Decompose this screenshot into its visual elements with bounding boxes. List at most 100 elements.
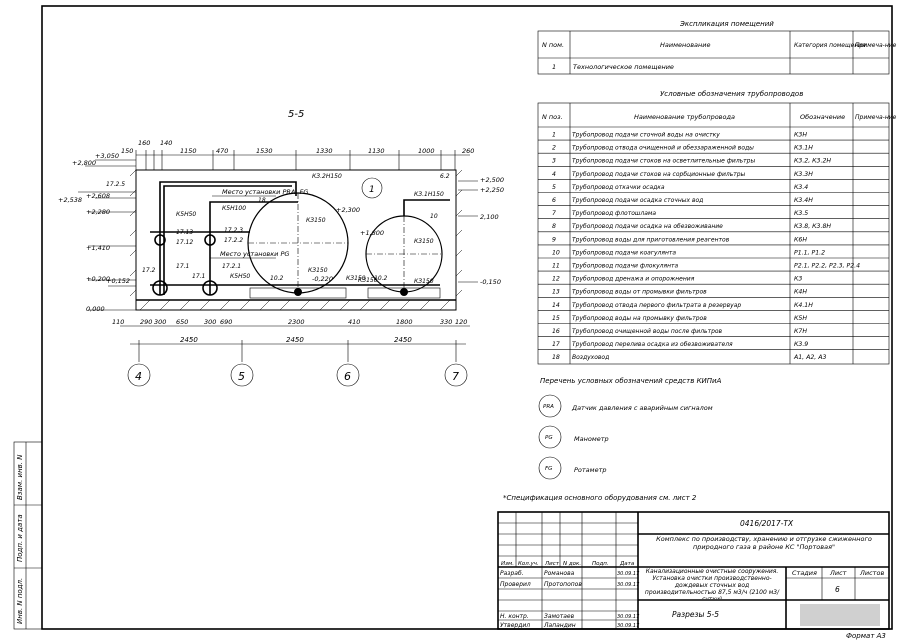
- pipe-row-name: Трубопровод подачи осадка на обезвоживан…: [572, 223, 723, 230]
- pipe-row-name: Трубопровод дренажа и опорожнения: [572, 276, 695, 283]
- pipes-table-title: Условные обозначения трубопроводов: [660, 90, 803, 98]
- pump-units: [152, 234, 408, 296]
- top-dim-8: 1130: [368, 147, 385, 155]
- pra-text: Датчик давления с аварийным сигналом: [571, 404, 713, 412]
- pipe-row-code: К3.4Н: [794, 197, 813, 204]
- stamp-vzam: Взам. инв. N: [16, 454, 24, 500]
- col-ndok: N док.: [563, 561, 581, 567]
- pipe-label-k3150-e: КЗ150: [414, 278, 434, 285]
- pipe-row-name: Трубопровод воды на промывку фильтров: [572, 315, 707, 322]
- sheet-number: 6: [835, 585, 840, 594]
- pos-10-2-b: 10.2: [374, 275, 388, 282]
- level-r-2500: +2,500: [480, 176, 504, 184]
- pipe-label-k3150-c: КЗ150: [346, 275, 366, 282]
- pipe-label-k3150-a: КЗ150: [306, 217, 326, 224]
- pipes-h-note: Примеча-ние: [855, 114, 897, 121]
- pipe-row-code: К3.2, К3.2Н: [794, 158, 831, 165]
- bottom-dim-3: 300: [154, 318, 166, 326]
- pipe-row-name: Трубопровод воды для приготовления реаге…: [572, 236, 730, 243]
- pos-17-2-1: 17.2.1: [222, 263, 241, 270]
- pipe-row-code: К3.5: [794, 210, 808, 217]
- level-1410: +1,410: [86, 244, 110, 252]
- pipe-row-no: 2: [552, 145, 556, 152]
- pos-17-2-5: 17.2.5: [106, 181, 125, 188]
- pipe-row-no: 18: [552, 354, 560, 361]
- pipe-row-code: К4.1Н: [794, 302, 813, 309]
- pipe-row-no: 5: [552, 184, 556, 191]
- top-dim-10: 260: [462, 147, 474, 155]
- pipe-row-no: 15: [552, 315, 560, 322]
- sheet-label: Лист: [829, 569, 847, 577]
- bottom-dim-7: 2300: [288, 318, 305, 326]
- pg-text: Манометр: [574, 435, 609, 443]
- pos-17-1-b: 17.1: [192, 273, 205, 280]
- instruments-title: Перечень условных обозначений средств КИ…: [540, 377, 722, 385]
- top-dim-2: 140: [160, 139, 172, 147]
- level-0000: 0,000: [86, 305, 105, 313]
- pipe-row-name: Трубопровод перелива осадка из обезвожив…: [572, 341, 733, 348]
- project-name: Комплекс по производству, хранению и отг…: [656, 535, 872, 551]
- bottom-dim-5: 300: [204, 318, 216, 326]
- spec-note: *Спецификация основного оборудования см.…: [503, 494, 697, 502]
- pos-17-13: 17.13: [176, 229, 193, 236]
- pra-symbol: [538, 394, 562, 418]
- pos-17-2-2: 17.2.2: [224, 237, 243, 244]
- sheet-frame: [41, 5, 893, 630]
- level-r-2250: +2,250: [480, 186, 504, 194]
- section-label: 5-5: [288, 109, 304, 120]
- col-list: Лист: [544, 561, 560, 567]
- pipe-row-name: Трубопровод подачи стоков на сорбционные…: [572, 171, 746, 178]
- pipe-label-k3150-d: К3150: [414, 238, 434, 245]
- pipe-row-no: 13: [552, 289, 560, 296]
- fg-text: Ротаметр: [574, 466, 606, 474]
- pipe-row-code: Р2.1, Р2.2, Р2.3, Р2.4: [794, 263, 860, 270]
- rooms-h-cat: Категория помещения: [794, 42, 866, 49]
- top-dim-6: 1530: [256, 147, 273, 155]
- floor-hatch: [139, 299, 451, 311]
- rooms-table-title: Экспликация помещений: [679, 20, 774, 28]
- pipe-row-no: 1: [552, 132, 556, 139]
- pipe-row-code: К3.9: [794, 341, 808, 348]
- pipe-label-k5h100: К5Н100: [222, 205, 246, 212]
- pos-10: 10: [430, 213, 438, 220]
- pipe-label-k32h150: КЗ.2Н150: [312, 173, 342, 180]
- axis-bubble-7: [444, 363, 468, 387]
- bottom-dim-8: 410: [348, 318, 360, 326]
- role-razrab: Разраб.: [500, 570, 524, 577]
- date-razrab: 30.09.17: [617, 571, 640, 577]
- axis-label-7: 7: [452, 370, 459, 383]
- name-utverdil: Лапандин: [543, 622, 576, 629]
- pipe-row-code: К3Н: [794, 132, 807, 139]
- room-marker: [361, 177, 383, 199]
- level-2280: +2,280: [86, 208, 110, 216]
- bottom-dim-11: 120: [455, 318, 467, 326]
- stamp-inv: Инв. N подл.: [16, 578, 24, 624]
- note-pg: Место установки PG: [220, 250, 289, 258]
- format-label: Формат А3: [846, 632, 886, 640]
- pipe-row-no: 10: [552, 249, 560, 256]
- pipe-row-code: К7Н: [794, 328, 807, 335]
- inner-level-2300: +2,300: [336, 206, 360, 214]
- level-0200: +0,200: [86, 275, 110, 283]
- axis-dim-1: 2450: [180, 336, 198, 344]
- top-dim-7: 1330: [316, 147, 333, 155]
- pipes-table: Условные обозначения трубопроводов N поз…: [537, 90, 897, 365]
- pipe-label-k5h50-b: К5Н50: [230, 273, 250, 280]
- pipe-row-name: Трубопровод подачи флокулянта: [572, 263, 679, 270]
- pos-18: 18: [258, 197, 266, 204]
- top-dim-9: 1000: [418, 147, 435, 155]
- rooms-cell-name: Технологическое помещение: [573, 63, 674, 71]
- pipe-row-no: 9: [552, 236, 556, 243]
- name-razrab: Романова: [544, 570, 575, 577]
- pipe-row-code: А1, А2, А3: [793, 354, 826, 361]
- pipe-row-code: К3.1Н: [794, 145, 813, 152]
- pipes-h-code: Обозначение: [800, 113, 845, 121]
- pipe-row-no: 11: [552, 263, 560, 270]
- pipe-row-name: Трубопровод флотошлама: [572, 210, 656, 217]
- rooms-cell-no: 1: [552, 63, 556, 71]
- level-r-2100: 2,100: [480, 213, 499, 221]
- top-dim-5: 470: [216, 147, 228, 155]
- pra-code: PRA: [543, 404, 554, 410]
- role-utverdil: Утвердил: [500, 622, 530, 629]
